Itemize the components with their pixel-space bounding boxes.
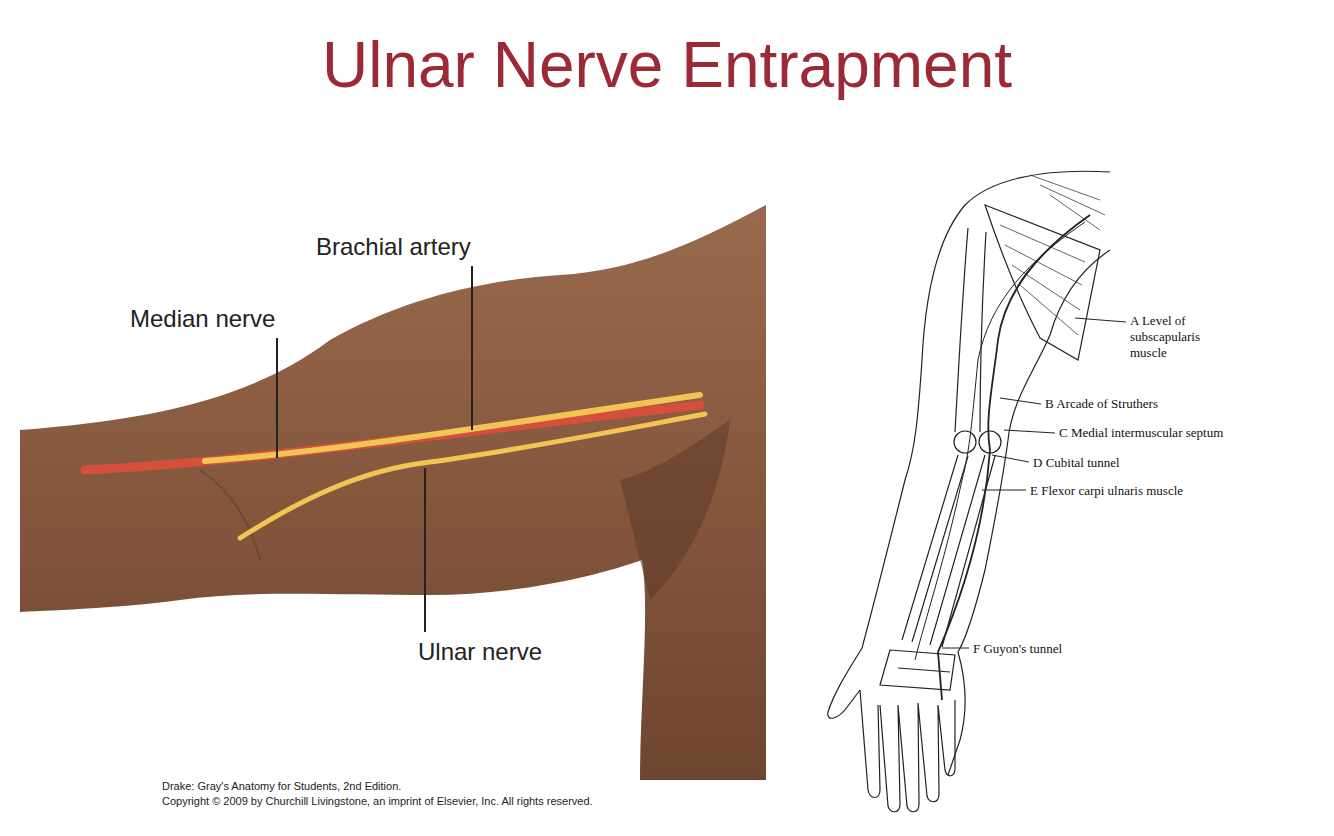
armpit-shadow [620, 420, 730, 600]
site-label: B Arcade of Struthers [1045, 396, 1158, 412]
copyright-note: Copyright © 2009 by Churchill Livingston… [162, 795, 593, 807]
ulnar-nerve [240, 414, 705, 538]
forearm-bones [902, 455, 995, 647]
site-label: D Cubital tunnel [1033, 455, 1120, 471]
fingers [860, 690, 955, 812]
leader-line [1004, 430, 1055, 433]
site-label: A Level of subscapularis muscle [1130, 313, 1230, 361]
leader-line [942, 648, 969, 649]
site-label: F Guyon's tunnel [973, 641, 1062, 657]
structure-label: Median nerve [130, 305, 275, 333]
structure-label: Brachial artery [316, 233, 471, 261]
leader-line [1075, 318, 1126, 322]
leader-line [276, 338, 278, 458]
leader-line [982, 490, 1026, 491]
elbow-condyle [954, 431, 976, 453]
elbow-crease [200, 470, 260, 560]
scapula [985, 205, 1100, 360]
arm-outline [948, 335, 1050, 775]
photo-leaders [277, 266, 472, 632]
leader-line [992, 455, 1029, 462]
site-label: E Flexor carpi ulnaris muscle [1030, 483, 1183, 499]
torso-outline [1050, 250, 1110, 335]
leader-line [471, 266, 473, 430]
slide-title: Ulnar Nerve Entrapment [0, 28, 1334, 102]
leader-line [1000, 398, 1041, 404]
arm-outline [828, 171, 1110, 718]
median-nerve-line [915, 222, 1085, 660]
source-credit: Drake: Gray's Anatomy for Students, 2nd … [162, 780, 401, 792]
leader-line [424, 468, 426, 632]
structure-label: Ulnar nerve [418, 638, 542, 666]
scapula-fibres [1000, 175, 1105, 335]
arm-skin [20, 205, 766, 780]
humerus [955, 228, 986, 432]
site-label: C Medial intermuscular septum [1059, 425, 1223, 441]
arm-photo [20, 205, 766, 780]
wrist-bones [880, 650, 955, 690]
